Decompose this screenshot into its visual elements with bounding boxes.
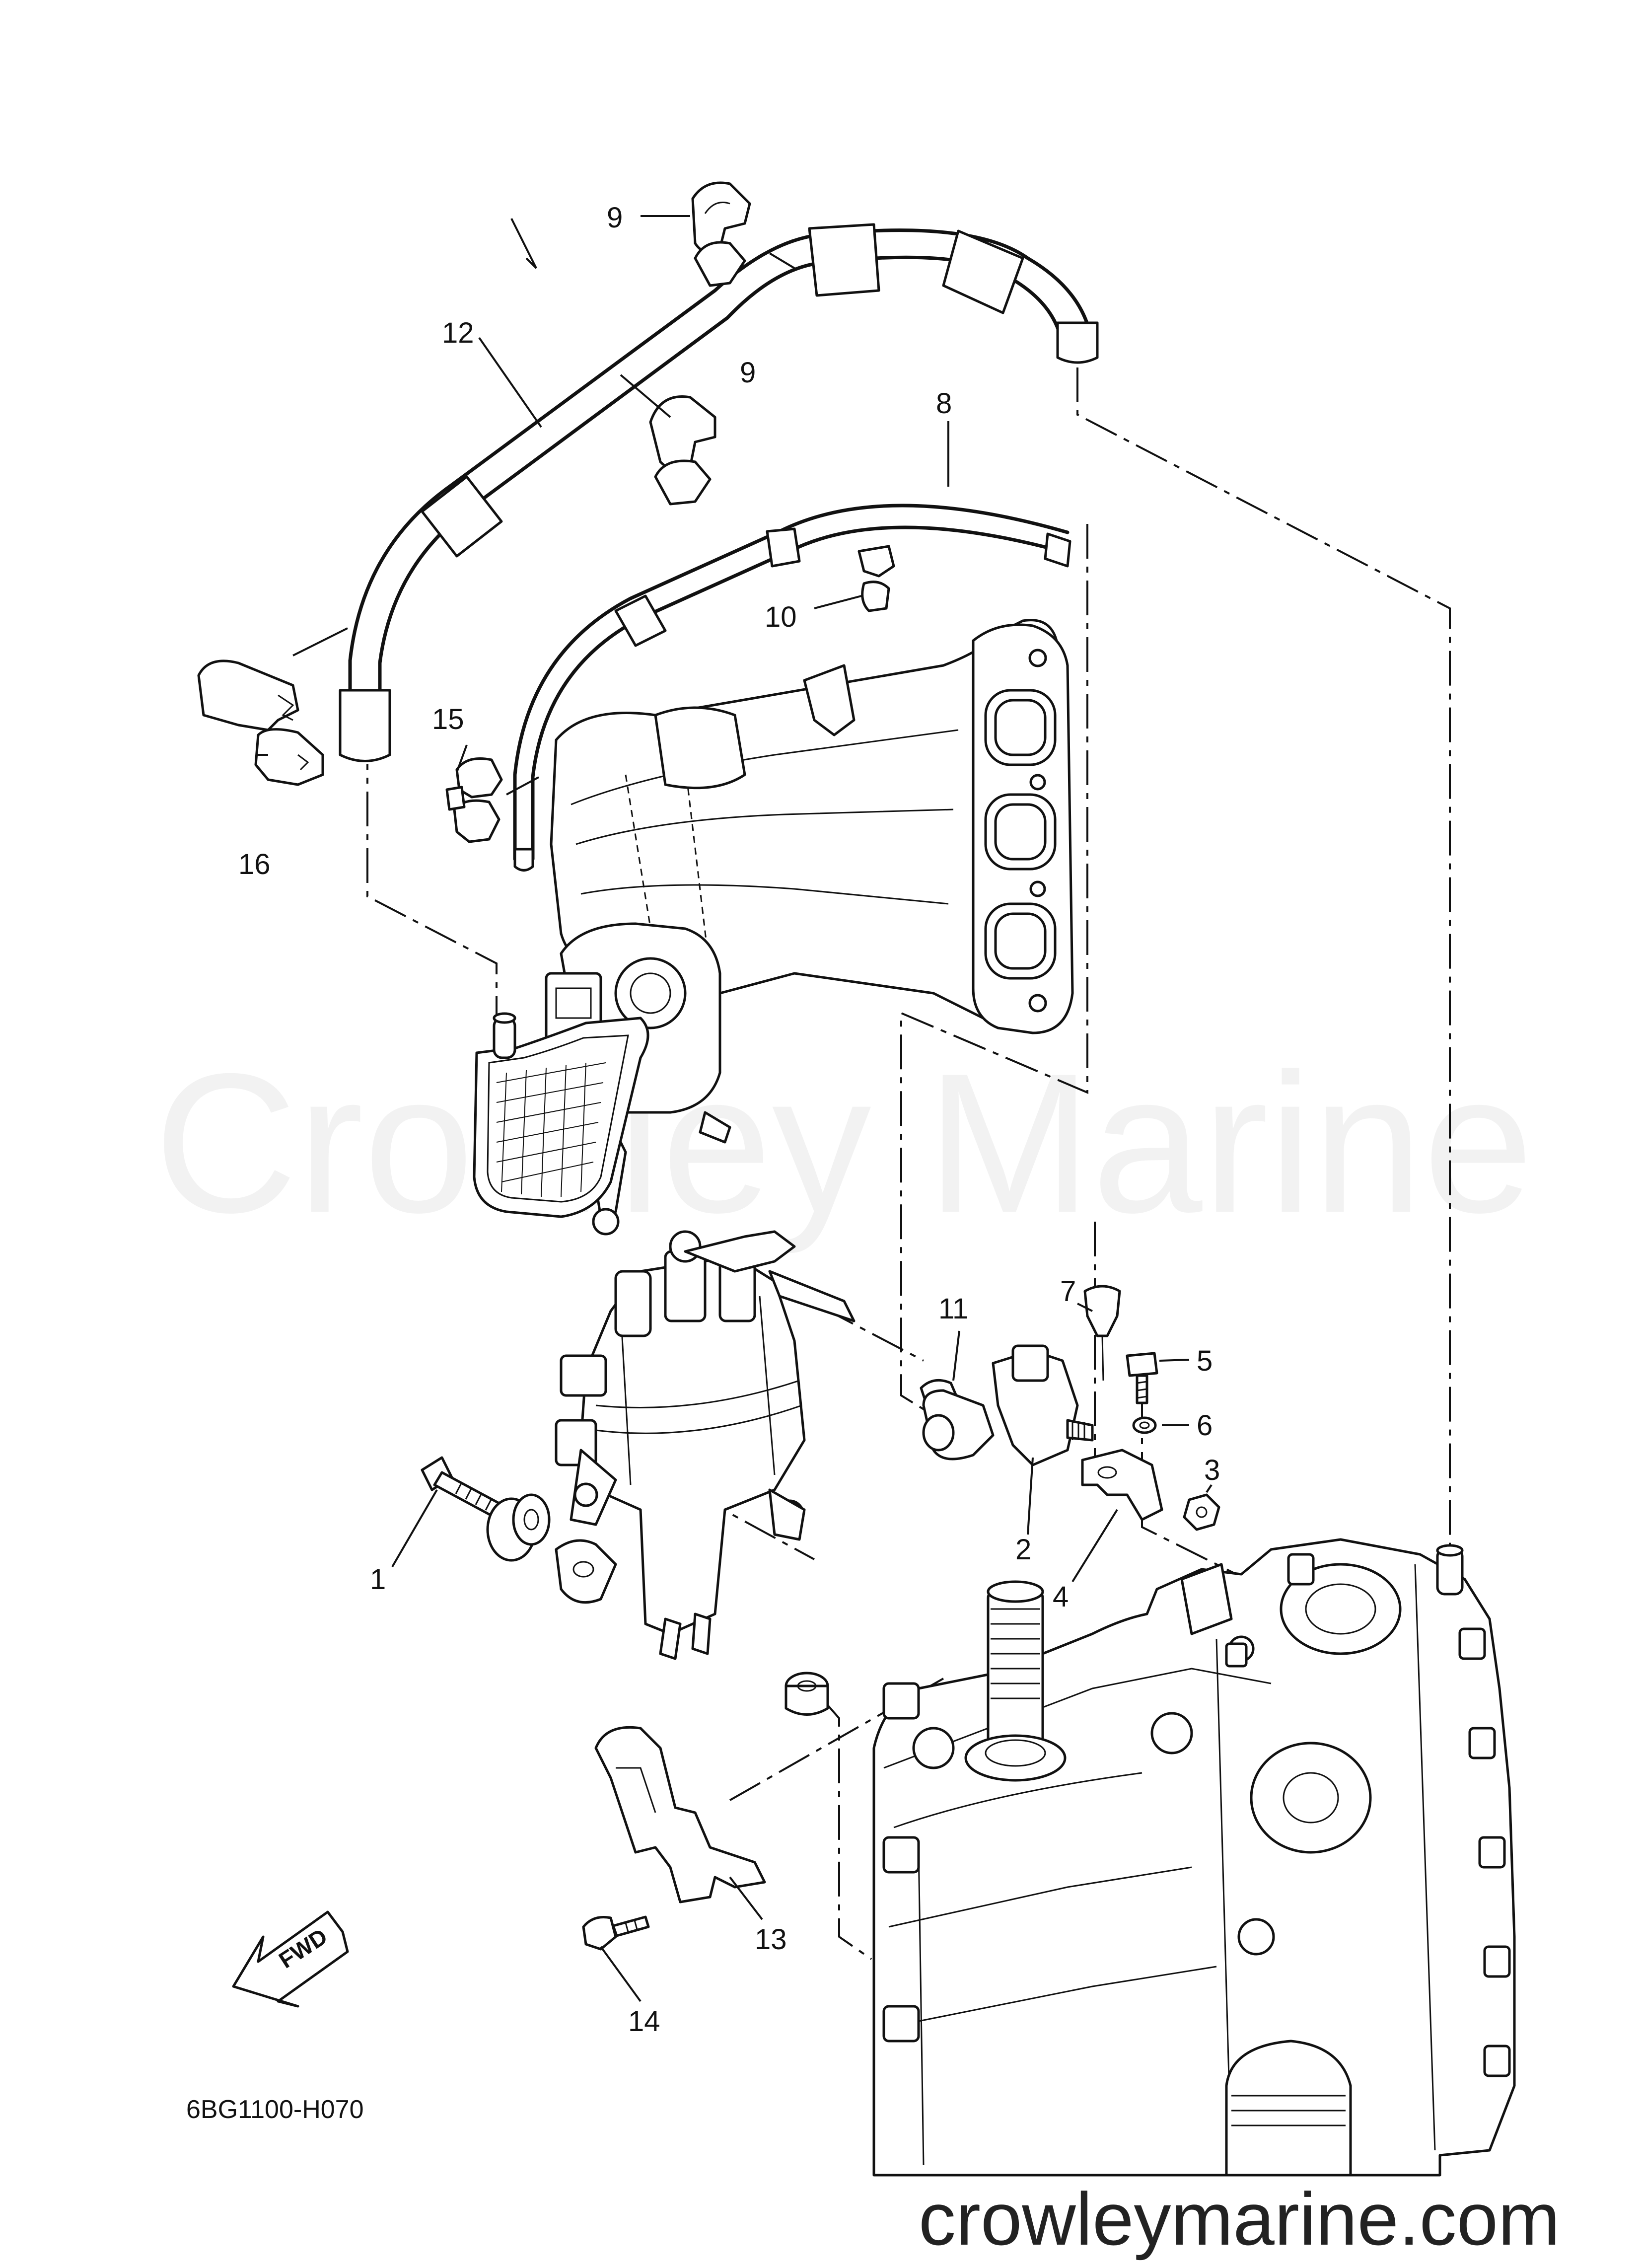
- callout-12: 12: [442, 317, 474, 349]
- callout-eleven: 11: [938, 1293, 968, 1325]
- callout-3: 3: [1204, 1454, 1220, 1486]
- callout-14: 14: [628, 2005, 660, 2038]
- watermark-text: Crowley Marine: [154, 1032, 1534, 1255]
- callout-8: 8: [936, 387, 952, 420]
- bracket-4: [1081, 1449, 1163, 1521]
- assembly-lines: [366, 367, 1451, 1960]
- collar: [785, 1672, 829, 1716]
- hose-8: [513, 504, 1071, 872]
- intake-silencer: [473, 1012, 649, 1218]
- grommet-1: [486, 1493, 551, 1562]
- solenoid-valve-2: [922, 1344, 1094, 1466]
- bolt-14: [582, 1915, 650, 1951]
- mount-tab: [555, 1539, 617, 1604]
- callout-1: 1: [370, 1563, 386, 1596]
- silencer-mesh: [496, 1062, 606, 1197]
- callout-2: 2: [1015, 1534, 1031, 1566]
- hose-12: [339, 223, 1099, 764]
- callout-5: 5: [1197, 1345, 1213, 1377]
- clamp-16: [197, 659, 324, 786]
- clamp-9-top: [691, 181, 751, 287]
- callouts: 9 12 9 8 10 15 16 10 11 11 7 5 6 3 2 4 1…: [238, 202, 1220, 2038]
- clamp-9-mid: [649, 395, 716, 506]
- callout-10: 10: [765, 601, 797, 633]
- callout-7: 7: [1060, 1275, 1076, 1308]
- vapor-separator: [555, 1230, 856, 1660]
- plug-7: [1083, 1285, 1121, 1381]
- callout-9-mid: 9: [740, 357, 756, 389]
- callout-16: 16: [238, 848, 271, 880]
- leader-lines: [256, 215, 1213, 2002]
- clip-15: [445, 757, 503, 843]
- clip-10: [857, 545, 895, 612]
- callout-4: 4: [1053, 1581, 1069, 1613]
- fwd-arrow-icon: FWD: [232, 1910, 349, 2008]
- intake-manifold: [545, 619, 1074, 1236]
- diagram-code: 6BG1100-H070: [186, 2095, 364, 2124]
- callout-15: 15: [432, 703, 464, 735]
- callout-9-top: 9: [607, 202, 623, 234]
- callout-13: 13: [755, 1923, 787, 1956]
- bolt-5: [1126, 1352, 1158, 1404]
- site-url[interactable]: crowleymarine.com: [919, 2177, 1560, 2261]
- powerhead: [872, 1538, 1516, 2177]
- callout-6: 6: [1197, 1409, 1213, 1442]
- nut-3: [1183, 1493, 1220, 1531]
- washer-6: [1132, 1416, 1157, 1434]
- bracket-13: [594, 1726, 766, 1903]
